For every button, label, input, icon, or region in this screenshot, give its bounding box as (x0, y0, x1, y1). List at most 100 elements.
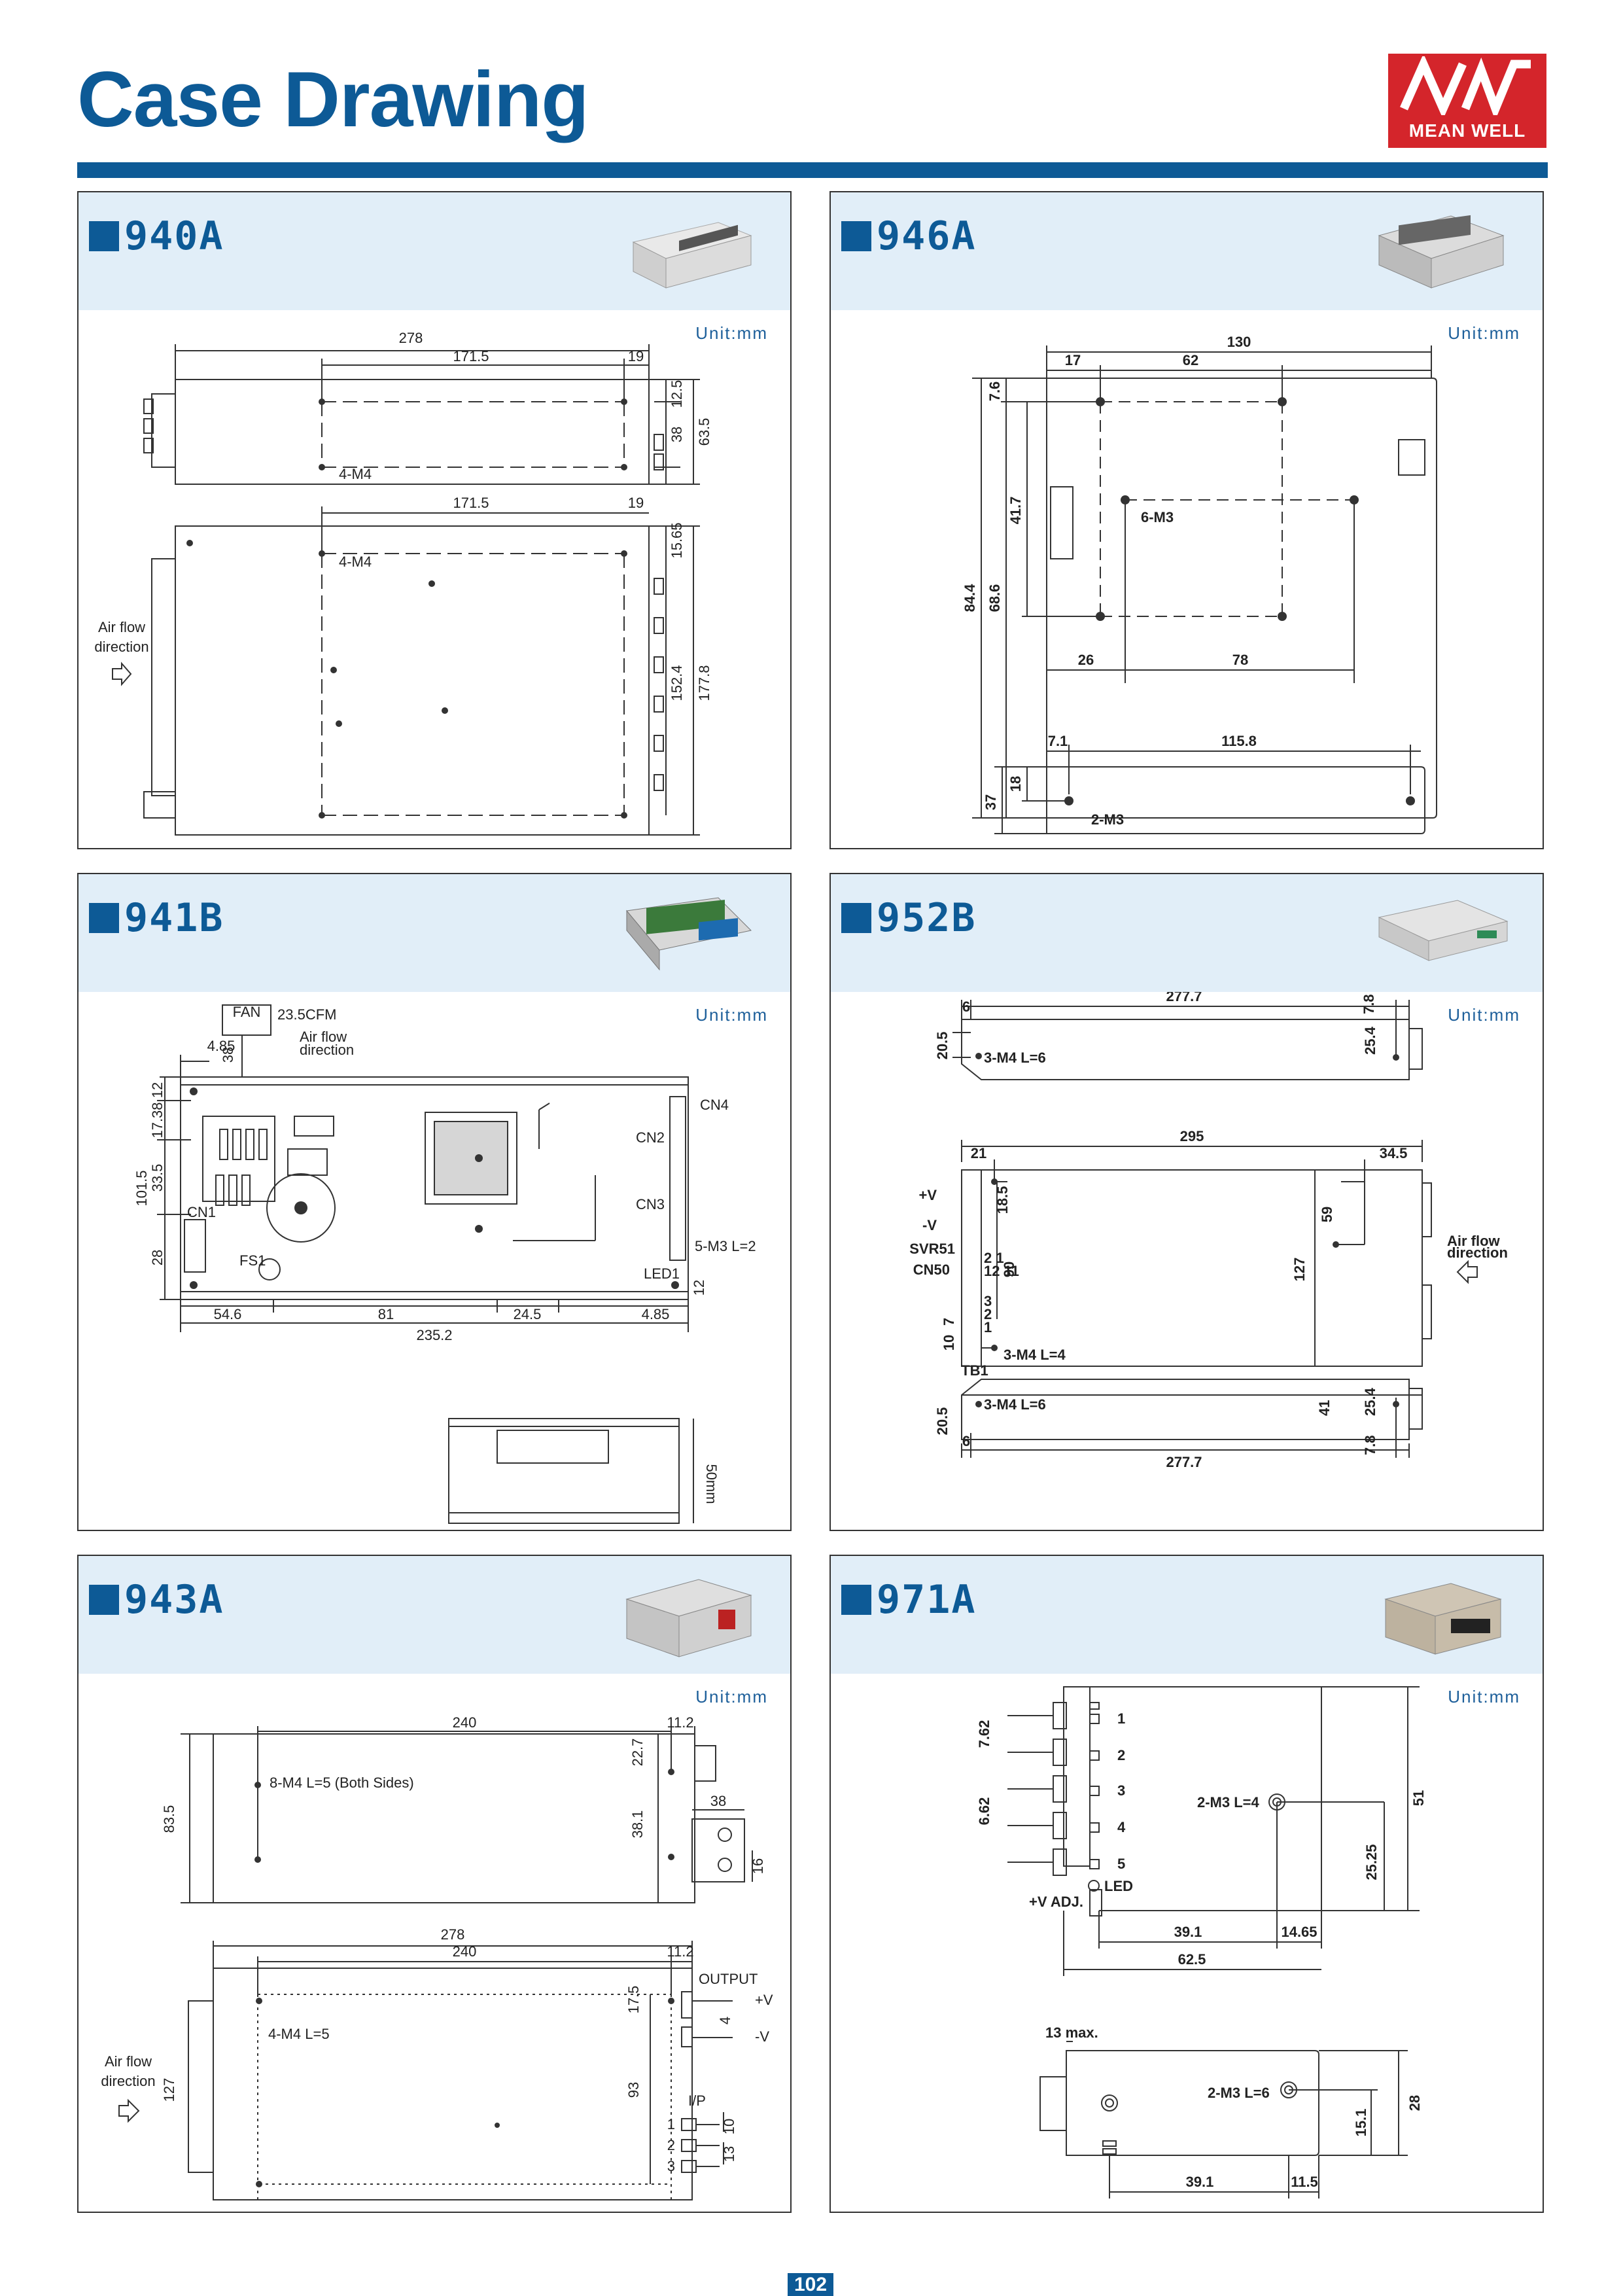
fuse-label: FS1 (239, 1252, 266, 1269)
case-drawing-952b: 6 277.7 7.8 20.5 3-M4 L=6 25.4 21 295 34… (831, 988, 1543, 1530)
mean-well-logo: MEAN WELL (1388, 54, 1546, 148)
airflow-label: Air flow (300, 1029, 347, 1045)
dim-label: 14.65 (1281, 1924, 1317, 1940)
dim-label: 278 (441, 1926, 465, 1943)
output-label: OUTPUT (699, 1971, 758, 1987)
led-label: LED (1104, 1878, 1133, 1894)
pin-label: 2 (667, 2137, 675, 2153)
terminal-number: 1 (1117, 1710, 1125, 1727)
fan-spec: 23.5CFM (277, 1006, 336, 1023)
dim-label: 18.5 (994, 1186, 1011, 1214)
dim-label: 90 (1001, 1262, 1017, 1277)
dim-label: 11.2 (667, 1943, 693, 1960)
adj-label: +V ADJ. (1029, 1894, 1083, 1910)
pin-label: 1 (667, 2116, 675, 2132)
dim-label: 19 (628, 348, 644, 364)
dim-label: 54.6 (214, 1306, 242, 1322)
panel-971a: 971A Unit:mm (829, 1555, 1544, 2213)
dim-label: 25.25 (1363, 1844, 1380, 1880)
dim-label: 240 (453, 1714, 477, 1731)
case-drawing-946a: 130 17 62 7.6 41.7 84.4 68.6 6-M3 26 78 … (831, 310, 1543, 848)
dim-label: 25.4 (1362, 1387, 1378, 1416)
terminal-number: 3 (1117, 1782, 1125, 1799)
dim-label: 25.4 (1362, 1026, 1378, 1055)
dim-label: 81 (378, 1306, 394, 1322)
dim-label: 93 (625, 2082, 642, 2098)
airflow-label: direction (94, 639, 148, 655)
fan-label: FAN (233, 1004, 261, 1020)
airflow-label: direction (300, 1042, 354, 1058)
dim-label: 278 (399, 330, 423, 346)
dim-label: 78 (1232, 652, 1248, 668)
dim-label: 171.5 (453, 495, 489, 511)
mounting-note: 4-M4 L=5 (268, 2026, 330, 2042)
panel-941b: 941B Unit:mm (77, 873, 792, 1531)
panel-952b: 952B Unit:mm (829, 873, 1544, 1531)
product-photo-941b (626, 897, 752, 971)
airflow-label: Air flow (98, 619, 145, 635)
panel-946a: 946A Unit:mm (829, 191, 1544, 849)
dim-label: 21 (971, 1145, 986, 1161)
led-label: LED1 (644, 1265, 680, 1282)
dim-label: 83.5 (161, 1805, 177, 1833)
logo-text: MEAN WELL (1408, 120, 1526, 141)
dim-label: 59 (1319, 1207, 1335, 1222)
pin-label: 3 (984, 1293, 992, 1309)
dim-label: 39.1 (1174, 1924, 1202, 1940)
pin-label: 12 11 (984, 1263, 1019, 1279)
case-drawing-971a: 1 2 3 4 5 LED +V ADJ. 7.62 6.62 2-M3 L=4… (831, 1674, 1543, 2212)
dim-label: 171.5 (453, 348, 489, 364)
dim-label: 2-M3 L=4 (1197, 1794, 1260, 1810)
terminal-label: TB1 (961, 1362, 988, 1379)
terminal-label: -V (755, 2028, 769, 2045)
product-photo-940a (632, 222, 752, 289)
dim-label: 38 (669, 427, 685, 442)
panel-943a: 943A Unit:mm (77, 1555, 792, 2213)
page-title: Case Drawing (77, 56, 589, 143)
panel-title: 941B (89, 895, 224, 941)
dim-label: 115.8 (1221, 733, 1257, 749)
dim-label: 4 (717, 2017, 733, 2024)
airflow-label: Air flow (1447, 1233, 1501, 1249)
panel-title: 940A (89, 213, 224, 259)
dim-label: 6 (962, 1433, 970, 1449)
dim-label: 17 (1065, 352, 1081, 368)
pin-label: 2 1 (984, 1250, 1004, 1266)
panel-title: 971A (841, 1577, 977, 1623)
dim-label: 4-M4 (339, 466, 372, 482)
dim-label: 7 (941, 1318, 957, 1326)
dim-label: 3-M4 L=6 (984, 1050, 1046, 1066)
dim-label: 19 (628, 495, 644, 511)
dim-label: 37 (983, 794, 999, 810)
dim-label: 11.2 (667, 1714, 693, 1731)
dim-label: 38 (220, 1047, 236, 1063)
unit-label: Unit:mm (695, 1005, 768, 1025)
terminal-label: +V (918, 1187, 937, 1203)
dim-label: 7.1 (1048, 733, 1068, 749)
dim-label: 7.62 (976, 1720, 992, 1748)
dim-label: 12.5 (669, 380, 685, 408)
dim-label: 16 (750, 1858, 766, 1874)
pin-label: 2 (984, 1306, 992, 1322)
dim-label: 12 (149, 1082, 166, 1098)
dim-label: 2-M3 (1091, 811, 1124, 828)
dim-label: 22.7 (629, 1739, 646, 1767)
dim-label: 11.5 (1291, 2174, 1318, 2190)
product-photo-971a (1384, 1583, 1502, 1655)
dim-label: 41.7 (1007, 497, 1024, 525)
dim-label: 26 (1078, 652, 1094, 668)
case-drawing-941b: FAN 23.5CFM Air flow direction 38 4.85 1… (79, 992, 790, 1530)
dim-label: 50mm (703, 1464, 720, 1504)
dim-label: 39.1 (1186, 2174, 1214, 2190)
terminal-number: 4 (1117, 1819, 1126, 1835)
airflow-label: direction (1447, 1245, 1508, 1261)
dim-label: 101.5 (133, 1170, 150, 1206)
dim-label: 6 (962, 998, 970, 1015)
airflow-arrow-icon (118, 2098, 140, 2123)
mounting-note: 8-M4 L=5 (Both Sides) (270, 1775, 414, 1791)
dim-label: 127 (1291, 1258, 1308, 1282)
dim-label: 4.85 (642, 1306, 670, 1322)
unit-label: Unit:mm (1448, 1687, 1520, 1706)
dim-label: 5-M3 L=2 (695, 1238, 756, 1254)
dim-label: 33.5 (149, 1164, 166, 1192)
